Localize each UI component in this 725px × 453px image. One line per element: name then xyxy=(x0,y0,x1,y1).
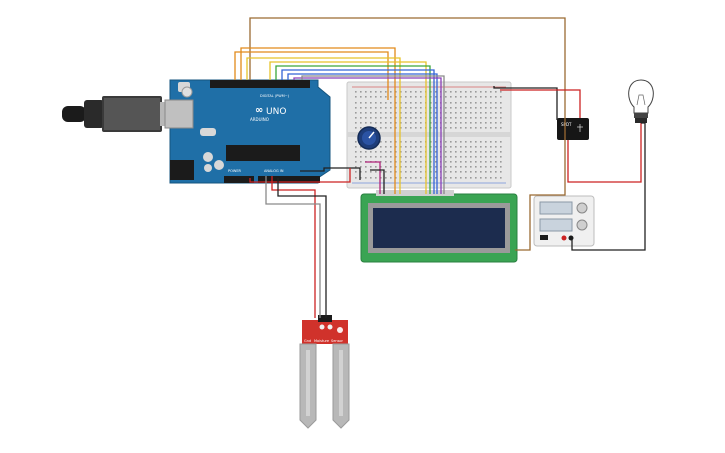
soil-moisture-sensor: Gnd Moisture Sensor xyxy=(299,315,350,429)
wire-orange-2 xyxy=(240,47,396,194)
wire-red-relay xyxy=(500,89,581,118)
sensor-pin-moisture: Moisture xyxy=(314,339,329,343)
wire-black-arduino xyxy=(300,167,361,180)
wire-gray-sensor xyxy=(265,176,321,318)
sensor-pin-sensor: Sensor xyxy=(331,339,344,343)
arduino-uno-board: ∞ UNO ARDUINO DIGITAL (PWM~) ANALOG IN P… xyxy=(164,79,331,184)
relay-label: SPDT xyxy=(561,122,572,127)
wire-yellow-1 xyxy=(246,57,401,194)
wire-red-relay-bulb xyxy=(567,123,642,183)
breadboard xyxy=(346,81,512,189)
wire-magenta xyxy=(365,161,381,194)
wire-black-lcd xyxy=(370,169,385,194)
wire-blue-2 xyxy=(287,73,438,194)
usb-cable xyxy=(62,96,178,132)
light-bulb xyxy=(628,79,654,123)
potentiometer xyxy=(357,126,381,150)
breadboard-holes xyxy=(355,91,502,179)
wire-yellow-2 xyxy=(269,61,427,194)
wire-brown xyxy=(249,17,566,251)
arduino-digital-label: DIGITAL (PWM~) xyxy=(260,94,290,98)
wire-blue-1 xyxy=(281,69,435,194)
wire-red-sensor xyxy=(271,176,316,318)
wires xyxy=(234,17,646,318)
arduino-logo-text: ARDUINO xyxy=(250,117,269,122)
wire-black-bulb xyxy=(571,122,646,251)
lcd-display xyxy=(360,190,518,263)
sensor-pin-gnd: Gnd xyxy=(304,339,311,343)
power-supply xyxy=(533,195,595,247)
arduino-logo-infinity: ∞ xyxy=(255,105,263,116)
wire-purple xyxy=(293,77,442,194)
arduino-brand-label: UNO xyxy=(266,107,286,117)
wire-gray-1 xyxy=(301,75,445,194)
arduino-power-label: POWER xyxy=(228,169,242,173)
arduino-analog-label: ANALOG IN xyxy=(264,169,284,173)
relay: SPDT xyxy=(557,118,589,140)
wire-black-top xyxy=(493,86,558,120)
wire-black-sensor xyxy=(277,178,327,318)
wire-red-arduino xyxy=(249,168,351,183)
wire-green xyxy=(275,65,431,194)
